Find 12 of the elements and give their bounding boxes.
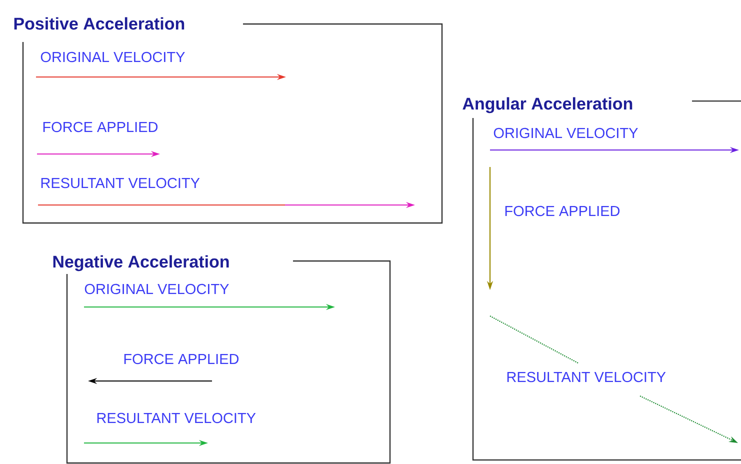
vector-label: ORIGINAL VELOCITY xyxy=(494,128,638,138)
vector-label: ORIGINAL VELOCITY xyxy=(84,284,229,294)
vector-label: RESULTANT VELOCITY xyxy=(41,178,200,188)
vector-label: RESULTANT VELOCITY xyxy=(97,412,256,424)
vector-label: ORIGINAL VELOCITY xyxy=(40,52,185,62)
panel-title: Negative Acceleration xyxy=(53,255,229,272)
panel-title: Angular Acceleration xyxy=(462,97,632,114)
vector-label: FORCE APPLIED xyxy=(124,354,239,364)
vector-label: RESULTANT VELOCITY xyxy=(507,372,666,382)
panel-title: Positive Acceleration xyxy=(14,17,184,30)
vector-label: FORCE APPLIED xyxy=(505,206,620,216)
vector-label: FORCE APPLIED xyxy=(43,122,158,132)
